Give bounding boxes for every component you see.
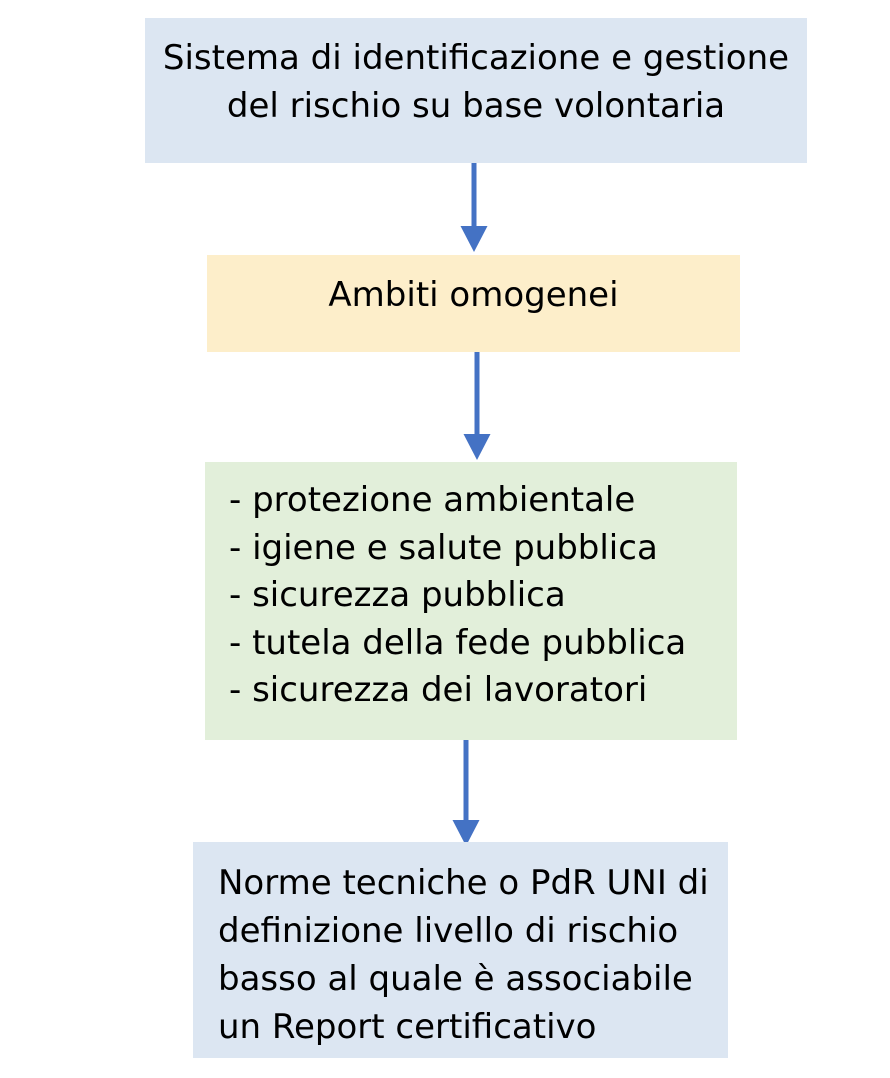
list-item: - sicurezza dei lavoratori	[229, 670, 648, 710]
box-norme-tecniche: Norme tecniche o PdR UNI di definizione …	[193, 842, 728, 1058]
box-ambiti-omogenei: Ambiti omogenei	[207, 255, 740, 352]
down-arrow-icon	[463, 352, 491, 460]
box-text-line: Sistema di identificazione e gestione	[162, 37, 790, 78]
box-text-line: definizione livello di rischio	[218, 911, 679, 951]
list-item: - tutela della fede pubblica	[229, 622, 687, 663]
box-text-line: del rischio su base volontaria	[226, 85, 726, 126]
box-text-line: basso al quale è associabile	[218, 959, 693, 999]
list-item: - igiene e salute pubblica	[229, 527, 658, 568]
box-text-line: Norme tecniche o PdR UNI di	[218, 863, 709, 903]
down-arrow-icon	[460, 163, 488, 252]
list-item: - protezione ambientale	[229, 480, 636, 520]
box-text-line: un Report certificativo	[218, 1007, 597, 1047]
list-item: - sicurezza pubblica	[229, 575, 566, 615]
box-ambiti-list: - protezione ambientale - igiene e salut…	[205, 462, 737, 740]
down-arrow-icon	[452, 740, 480, 846]
box-voluntary-risk-system: Sistema di identificazione e gestione de…	[145, 18, 807, 163]
box-text-line: Ambiti omogenei	[328, 274, 619, 315]
